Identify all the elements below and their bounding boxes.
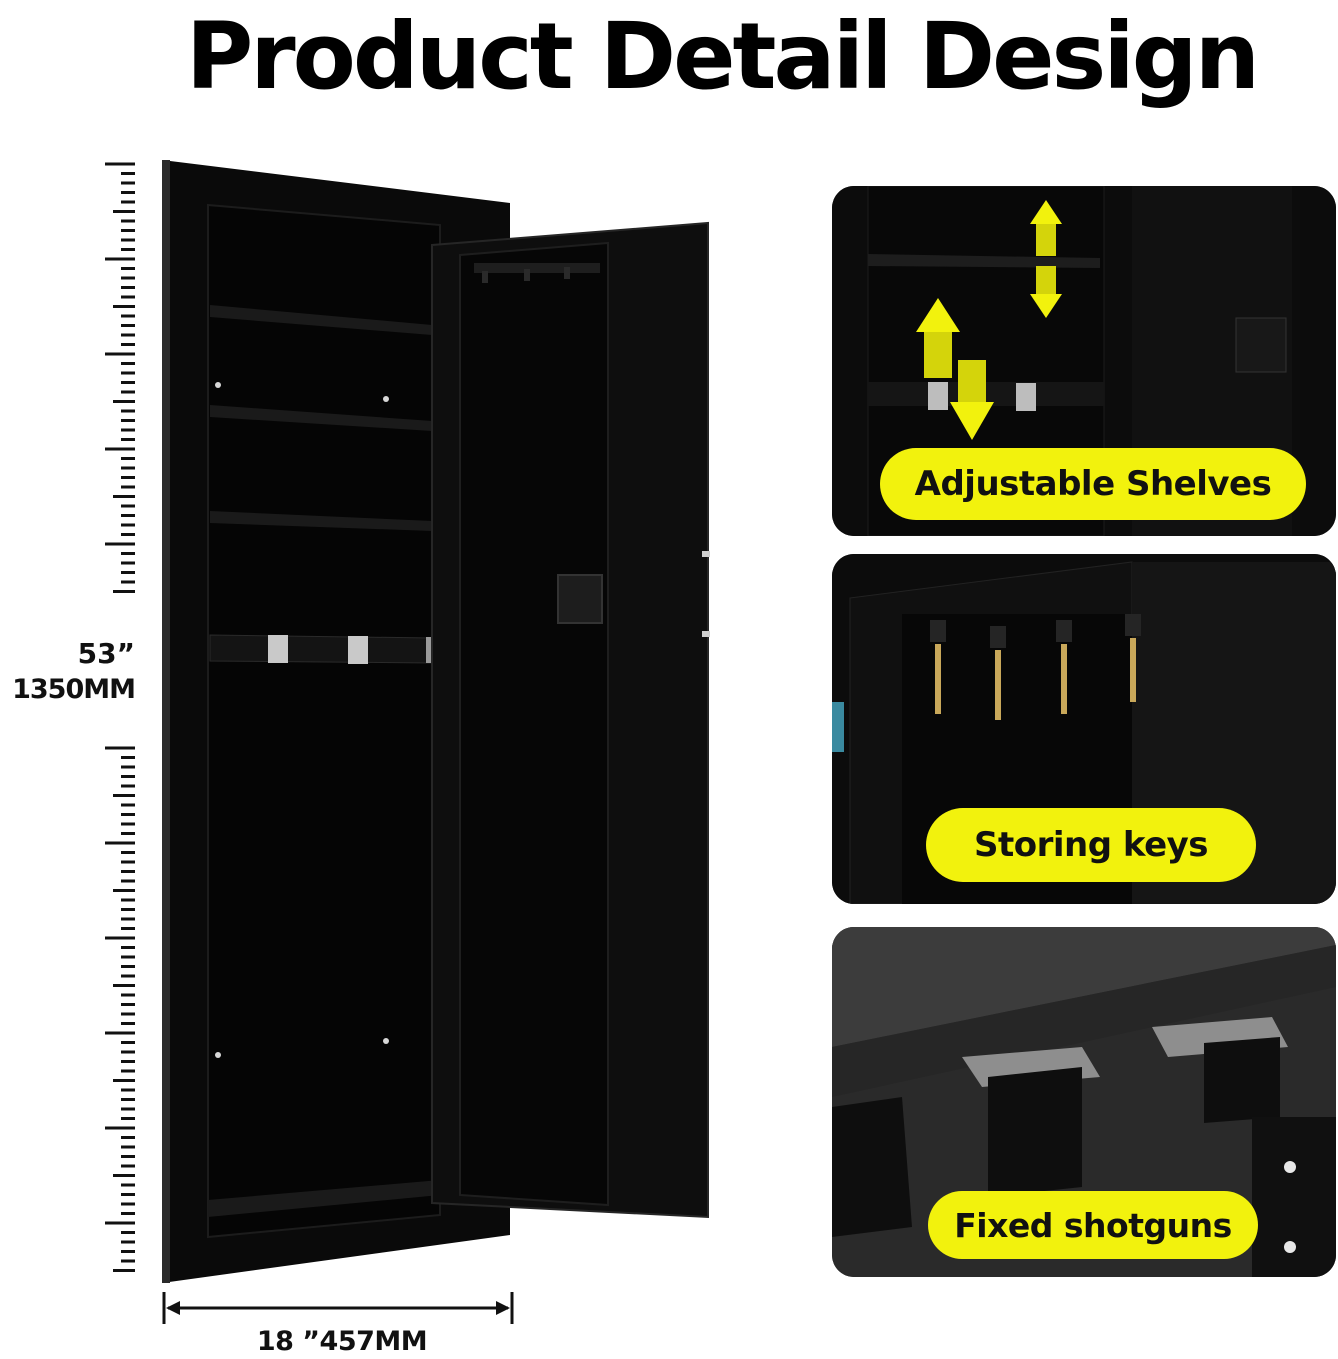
height-ruler-top xyxy=(102,160,136,596)
page-title: Product Detail Design xyxy=(185,3,1260,110)
feature-label-storing-keys: Storing keys xyxy=(926,808,1256,882)
width-dimension-label: 18 ”457MM xyxy=(256,1326,428,1357)
width-dimension-line xyxy=(162,1290,514,1326)
safe-cabinet-illustration xyxy=(150,155,720,1299)
height-mm: 1350MM xyxy=(12,674,136,705)
feature-panel-adjustable-shelves: Adjustable Shelves xyxy=(832,186,1336,536)
feature-label-fixed-shotguns: Fixed shotguns xyxy=(928,1191,1258,1259)
height-inches: 53” xyxy=(77,637,135,670)
feature-label-adjustable-shelves: Adjustable Shelves xyxy=(880,448,1306,520)
height-ruler-bottom xyxy=(102,744,136,1280)
feature-panel-fixed-shotguns: Fixed shotguns xyxy=(832,927,1336,1277)
height-dimension-label: 53” 1350MM xyxy=(0,636,136,708)
feature-panel-storing-keys: Storing keys xyxy=(832,554,1336,904)
